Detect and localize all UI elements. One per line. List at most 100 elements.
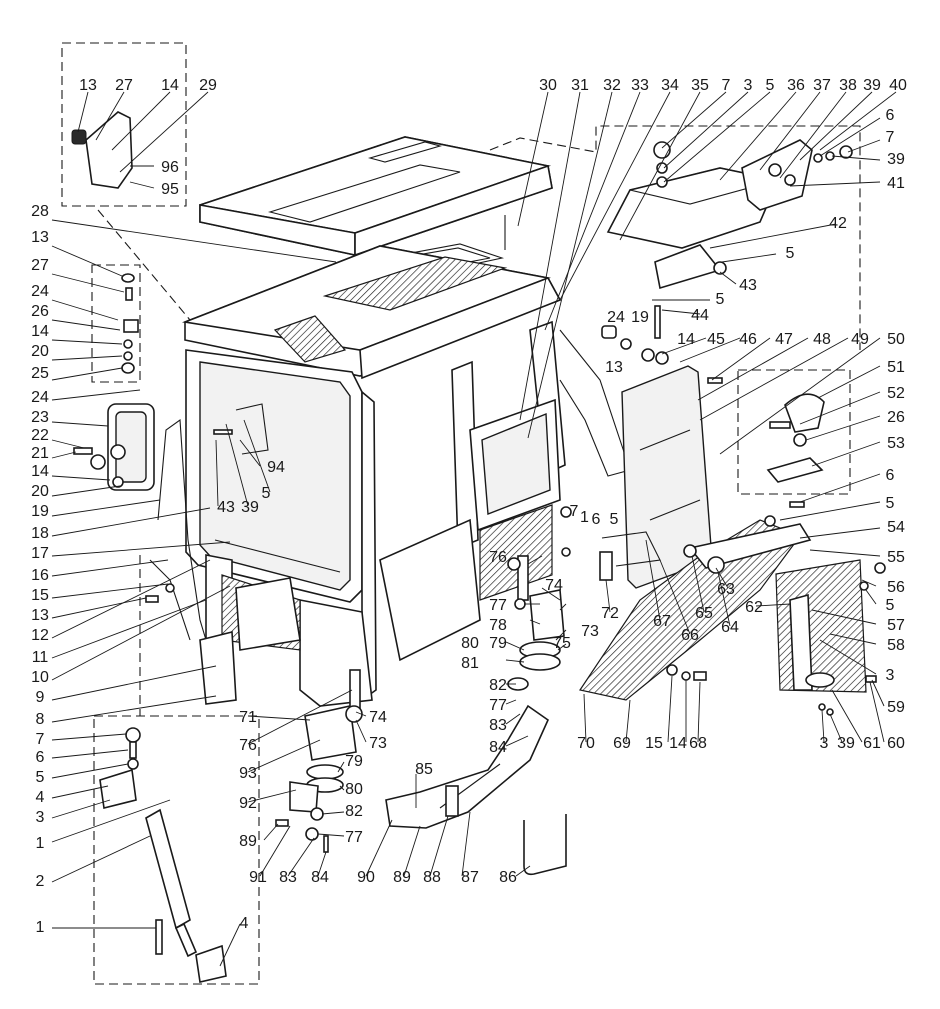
washer-5-c [764, 515, 776, 527]
strut-lower-bracket [195, 944, 227, 983]
roof-hatch-recess [267, 164, 461, 223]
gas-strut-rod [174, 922, 198, 958]
washer-43 [713, 261, 727, 275]
washer-63 [683, 544, 697, 558]
callout-49: 49 [851, 331, 869, 348]
cab-frame [149, 320, 631, 707]
callout-69: 69 [613, 735, 631, 752]
mirror-pivot [110, 444, 126, 460]
callout-83-a: 83 [279, 869, 297, 886]
roof-hatch-slot [367, 141, 443, 163]
callout-11: 11 [32, 649, 49, 666]
callout-67: 67 [653, 613, 671, 630]
callout-82-a: 82 [345, 803, 363, 820]
bracket-67 [601, 531, 661, 567]
callout-14-a: 14 [161, 77, 179, 94]
bolt-59 [865, 675, 877, 683]
callout-4-b: 4 [240, 915, 249, 932]
side-window-reflection-2 [649, 499, 701, 521]
washer-76 [507, 557, 521, 571]
callout-24-b: 24 [31, 389, 49, 406]
callout-5-g: 5 [610, 511, 619, 528]
front-mount-plate [199, 630, 237, 705]
washer-13 [620, 338, 632, 350]
callout-90: 90 [357, 869, 375, 886]
callout-40: 40 [889, 77, 907, 94]
callout-29: 29 [199, 77, 217, 94]
callout-65: 65 [695, 605, 713, 622]
top-hinge-knob [71, 129, 87, 145]
top-hinge [71, 111, 133, 189]
callout-26-b: 26 [887, 409, 905, 426]
rear-window-glass [481, 412, 551, 515]
callout-8: 8 [36, 711, 45, 728]
screw-43 [213, 429, 233, 435]
washer-77-b [514, 598, 526, 610]
callout-63: 63 [717, 581, 735, 598]
callout-6-b: 6 [886, 107, 895, 124]
washer-74 [345, 705, 363, 723]
callout-6-d: 6 [592, 511, 601, 528]
right-isolator-bracket [529, 589, 565, 641]
callout-68: 68 [689, 735, 707, 752]
callout-1-c: 1 [580, 509, 589, 526]
callout-5-d: 5 [716, 291, 725, 308]
washer-77 [305, 827, 319, 841]
mud-flap-strip [789, 593, 813, 691]
callout-80-a: 80 [345, 781, 363, 798]
callout-75: 75 [553, 635, 571, 652]
callout-84-b: 84 [489, 739, 507, 756]
cooler-detail-box [489, 125, 861, 350]
callout-91: 91 [249, 869, 267, 886]
nut-7 [653, 141, 671, 159]
callout-82-b: 82 [489, 677, 507, 694]
cap-7 [125, 727, 141, 743]
callout-14-b: 14 [31, 323, 49, 340]
callout-1-a: 1 [36, 835, 45, 852]
callout-31: 31 [571, 77, 589, 94]
callout-15-b: 15 [645, 735, 663, 752]
callout-61: 61 [863, 735, 881, 752]
callout-14-d: 14 [677, 331, 695, 348]
callout-41: 41 [887, 175, 905, 192]
mud-flap-clamp [805, 672, 835, 688]
callout-62: 62 [745, 599, 763, 616]
callout-5-e: 5 [886, 495, 895, 512]
callout-79-b: 79 [489, 635, 507, 652]
support-bracket [385, 704, 550, 829]
nut-64 [707, 556, 725, 574]
callout-27-a: 27 [115, 77, 133, 94]
gas-strut [99, 768, 227, 983]
bolt-44 [654, 305, 661, 339]
callout-96: 96 [161, 159, 179, 176]
callout-39-a: 39 [863, 77, 881, 94]
front-mount-bracket [235, 577, 301, 651]
callout-89-b: 89 [393, 869, 411, 886]
callout-2: 2 [36, 873, 45, 890]
mirror [107, 403, 155, 491]
door-hinge-body [784, 393, 825, 433]
callout-50: 50 [887, 331, 905, 348]
callout-58: 58 [887, 637, 905, 654]
lower-door-frame [299, 599, 373, 707]
callout-32: 32 [603, 77, 621, 94]
callout-17: 17 [31, 545, 49, 562]
door-hinge-51 [766, 393, 825, 483]
callout-13-b: 13 [31, 229, 49, 246]
bolt-47 [707, 377, 723, 384]
door-hinge-plate-53 [766, 457, 824, 483]
washer-26 [793, 433, 807, 447]
callout-26-a: 26 [31, 303, 49, 320]
callout-59: 59 [887, 699, 905, 716]
callout-19-b: 19 [631, 309, 649, 326]
cap-13 [121, 273, 135, 283]
callout-6-a: 6 [36, 749, 45, 766]
callout-5-c: 5 [786, 245, 795, 262]
bolt-6 [129, 741, 137, 759]
callout-5-a: 5 [36, 769, 45, 786]
hinge-bolt-head-2 [784, 174, 796, 186]
washer-14 [641, 348, 655, 362]
callout-13-a: 13 [79, 77, 97, 94]
callout-14-c: 14 [31, 463, 49, 480]
